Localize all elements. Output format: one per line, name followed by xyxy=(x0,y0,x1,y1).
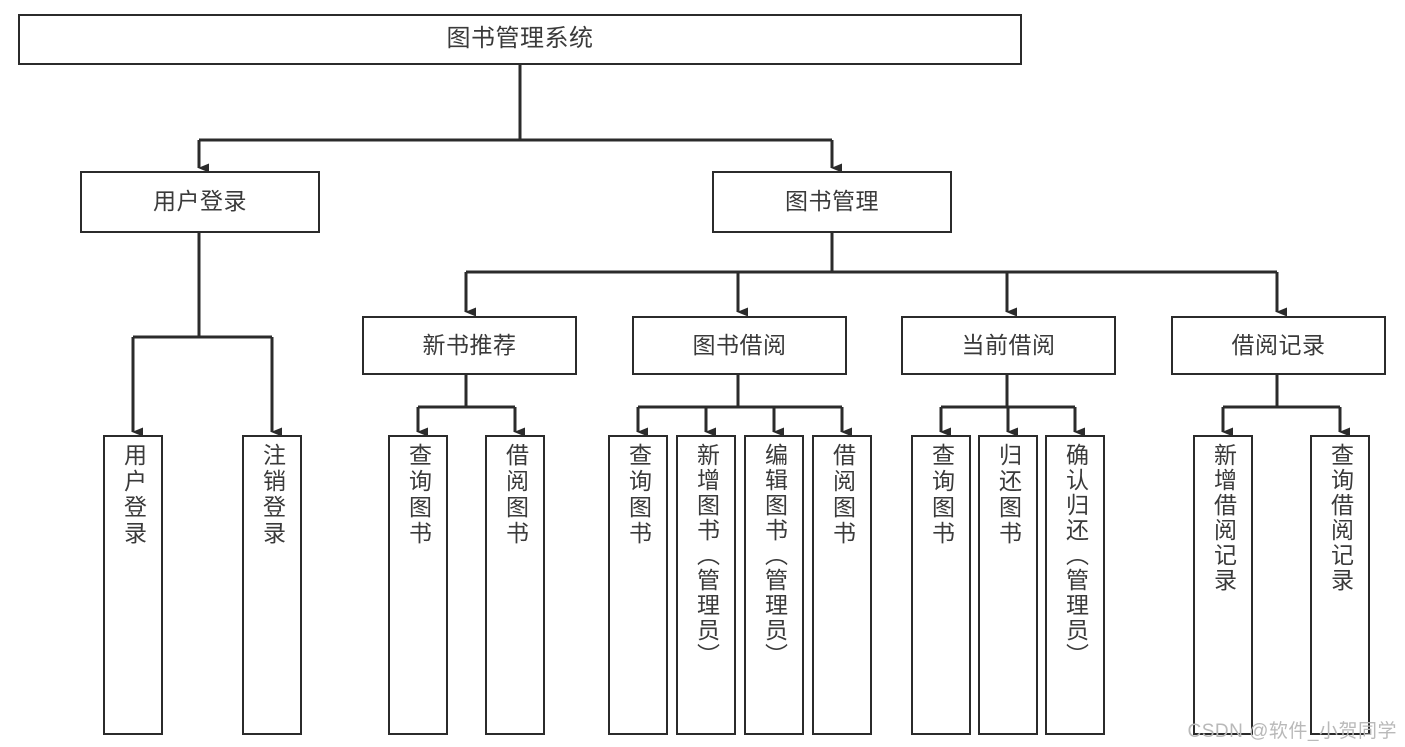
node-leaf-query-book-3[interactable]: 查询图书 xyxy=(911,435,971,735)
node-leaf-user-login[interactable]: 用户登录 xyxy=(103,435,163,735)
node-borrow-record[interactable]: 借阅记录 xyxy=(1171,316,1386,375)
csdn-watermark: CSDN @软件_小贺同学 xyxy=(1187,721,1397,742)
node-leaf-user-login-label: 用户登录 xyxy=(120,443,147,547)
node-leaf-borrow-book-2-label: 借阅图书 xyxy=(829,443,856,547)
node-current-borrow-label: 当前借阅 xyxy=(961,331,1056,358)
node-new-book-recommend-label: 新书推荐 xyxy=(422,331,517,358)
node-leaf-query-record-label: 查询借阅记录 xyxy=(1327,443,1354,593)
node-root-label: 图书管理系统 xyxy=(446,25,594,53)
node-book-manage-label: 图书管理 xyxy=(785,188,879,215)
node-book-borrow-label: 图书借阅 xyxy=(692,331,787,358)
node-leaf-logout-label: 注销登录 xyxy=(259,443,286,547)
node-leaf-edit-book-label: 编辑图书（管理员） xyxy=(761,443,788,668)
node-leaf-logout[interactable]: 注销登录 xyxy=(242,435,302,735)
node-leaf-confirm-return[interactable]: 确认归还（管理员） xyxy=(1045,435,1105,735)
node-book-borrow[interactable]: 图书借阅 xyxy=(632,316,847,375)
node-leaf-query-record[interactable]: 查询借阅记录 xyxy=(1310,435,1370,735)
node-leaf-return-book[interactable]: 归还图书 xyxy=(978,435,1038,735)
node-leaf-query-book-1[interactable]: 查询图书 xyxy=(388,435,448,735)
node-borrow-record-label: 借阅记录 xyxy=(1231,331,1326,358)
node-leaf-edit-book[interactable]: 编辑图书（管理员） xyxy=(744,435,804,735)
node-leaf-borrow-book-1[interactable]: 借阅图书 xyxy=(485,435,545,735)
node-root[interactable]: 图书管理系统 xyxy=(18,14,1022,65)
node-leaf-add-record-label: 新增借阅记录 xyxy=(1210,443,1237,593)
node-leaf-query-book-2-label: 查询图书 xyxy=(625,443,652,547)
node-leaf-confirm-return-label: 确认归还（管理员） xyxy=(1062,443,1089,668)
node-leaf-add-record[interactable]: 新增借阅记录 xyxy=(1193,435,1253,735)
node-user-login[interactable]: 用户登录 xyxy=(80,171,320,233)
node-book-manage[interactable]: 图书管理 xyxy=(712,171,952,233)
node-new-book-recommend[interactable]: 新书推荐 xyxy=(362,316,577,375)
node-leaf-borrow-book-2[interactable]: 借阅图书 xyxy=(812,435,872,735)
node-leaf-borrow-book-1-label: 借阅图书 xyxy=(502,443,529,547)
node-current-borrow[interactable]: 当前借阅 xyxy=(901,316,1116,375)
node-user-login-label: 用户登录 xyxy=(153,188,247,215)
node-leaf-query-book-3-label: 查询图书 xyxy=(928,443,955,547)
node-leaf-add-book-label: 新增图书（管理员） xyxy=(693,443,720,668)
node-leaf-query-book-2[interactable]: 查询图书 xyxy=(608,435,668,735)
node-leaf-return-book-label: 归还图书 xyxy=(995,443,1022,547)
node-leaf-query-book-1-label: 查询图书 xyxy=(405,443,432,547)
node-leaf-add-book[interactable]: 新增图书（管理员） xyxy=(676,435,736,735)
